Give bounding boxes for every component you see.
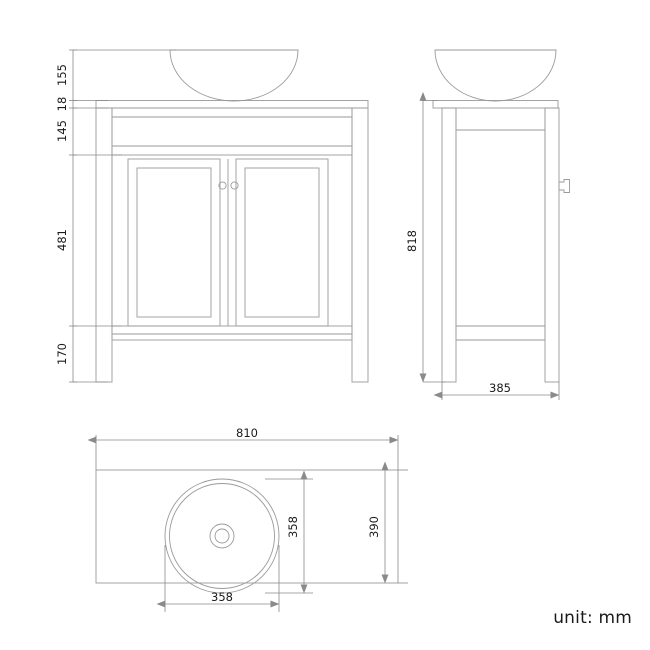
dim-label-side-385: 385 [489, 381, 511, 395]
front-bottom-rail [111, 325, 353, 341]
dim-label-front-18: 18 [55, 97, 69, 112]
side-countertop [432, 100, 559, 109]
side-knob[interactable] [558, 179, 570, 193]
plan-basin-rim-inner [169, 483, 275, 589]
front-door-knob-right[interactable] [230, 181, 239, 190]
front-right-leg [351, 107, 369, 383]
dim-label-front-145: 145 [55, 120, 69, 142]
dim-label-front-481: 481 [55, 229, 69, 251]
side-body-panel [455, 108, 546, 341]
front-basin-bowl [169, 49, 299, 102]
plan-basin-rim-outer [164, 478, 280, 594]
dim-label-front-170: 170 [55, 343, 69, 365]
unit-note: unit: mm [553, 608, 632, 628]
plan-countertop-outline [95, 469, 399, 584]
dim-label-front-155: 155 [55, 64, 69, 86]
dim-label-plan-810: 810 [236, 426, 258, 440]
front-door-knob-left[interactable] [218, 181, 227, 190]
plan-basin-diameter-horizontal-dimension [156, 545, 280, 612]
dim-label-plan-358-vertical: 358 [286, 516, 300, 538]
front-right-door[interactable] [235, 158, 329, 327]
front-left-door[interactable] [127, 158, 221, 327]
side-back-leg [544, 107, 560, 383]
front-elevation-view [95, 49, 369, 383]
front-countertop [95, 100, 369, 109]
dim-label-side-818: 818 [405, 230, 419, 252]
side-elevation-view [432, 49, 570, 383]
side-basin-bowl [434, 49, 557, 102]
plan-view [95, 469, 399, 594]
side-front-leg [441, 107, 457, 383]
dim-label-plan-358-horizontal: 358 [211, 590, 233, 604]
side-height-dimension [419, 91, 446, 383]
front-left-leg [95, 107, 113, 383]
plan-width-dimension [87, 435, 399, 470]
dim-label-plan-390: 390 [367, 516, 381, 538]
side-depth-dimension [433, 382, 560, 400]
front-dimension-chain [69, 49, 176, 383]
plan-basin-diameter-vertical-dimension [265, 470, 313, 594]
front-apron-rail [111, 107, 353, 156]
plan-depth-dimension [381, 461, 408, 584]
plan-drain-outer [209, 523, 235, 549]
front-cabinet-body [111, 108, 353, 340]
plan-drain-inner [214, 528, 230, 544]
